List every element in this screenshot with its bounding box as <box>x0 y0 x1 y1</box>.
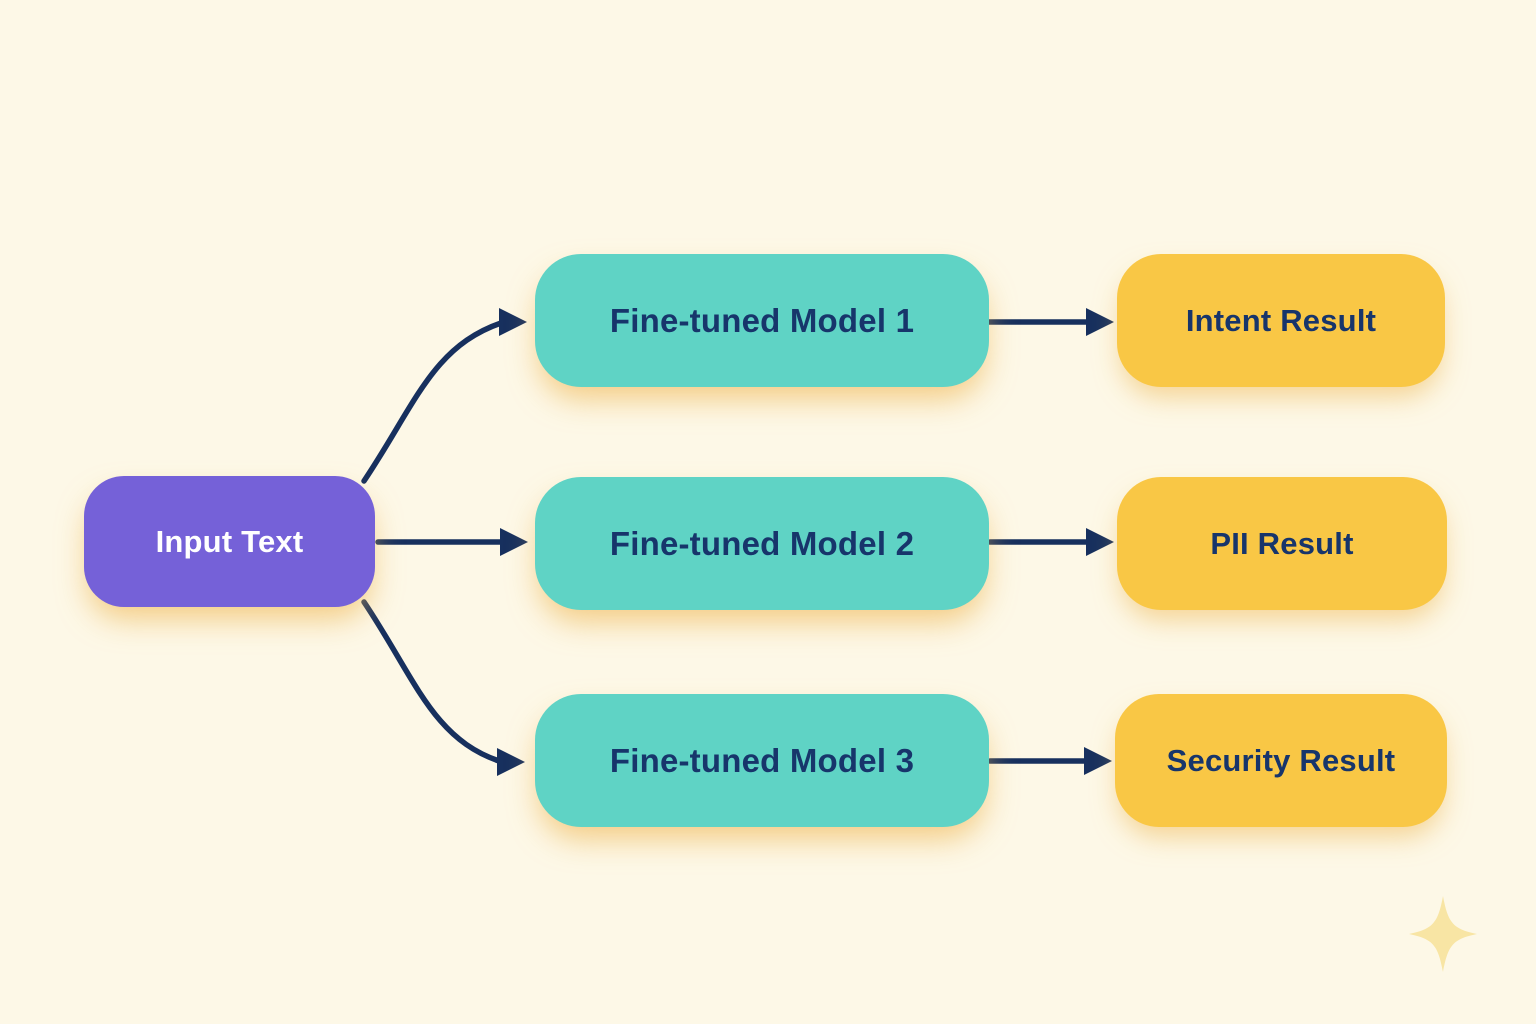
sparkle-shape <box>1409 896 1477 972</box>
node-security-result: Security Result <box>1115 694 1447 827</box>
node-fine-tuned-model-3: Fine-tuned Model 3 <box>535 694 989 827</box>
node-fine-tuned-model-2-label: Fine-tuned Model 2 <box>609 524 915 562</box>
node-input-text-label: Input Text <box>155 523 304 559</box>
node-fine-tuned-model-2: Fine-tuned Model 2 <box>535 477 989 610</box>
node-fine-tuned-model-3-label: Fine-tuned Model 3 <box>609 741 915 779</box>
node-intent-result-label: Intent Result <box>1185 302 1377 338</box>
node-pii-result: PII Result <box>1117 477 1447 610</box>
arrowhead-input-to-model2 <box>500 528 528 556</box>
node-pii-result-label: PII Result <box>1210 525 1354 561</box>
arrowhead-model1-to-intent <box>1086 308 1114 336</box>
edge-input-to-model3 <box>361 599 502 764</box>
edge-input-to-model1 <box>361 320 504 484</box>
node-fine-tuned-model-1-label: Fine-tuned Model 1 <box>609 301 915 339</box>
node-input-text: Input Text <box>84 476 375 607</box>
arrowhead-model2-to-pii <box>1086 528 1114 556</box>
arrowhead-model3-to-security <box>1084 747 1112 775</box>
node-fine-tuned-model-1: Fine-tuned Model 1 <box>535 254 989 387</box>
node-intent-result: Intent Result <box>1117 254 1445 387</box>
arrowhead-input-to-model3 <box>497 748 525 776</box>
node-security-result-label: Security Result <box>1166 742 1396 778</box>
arrowhead-input-to-model1 <box>499 308 527 336</box>
